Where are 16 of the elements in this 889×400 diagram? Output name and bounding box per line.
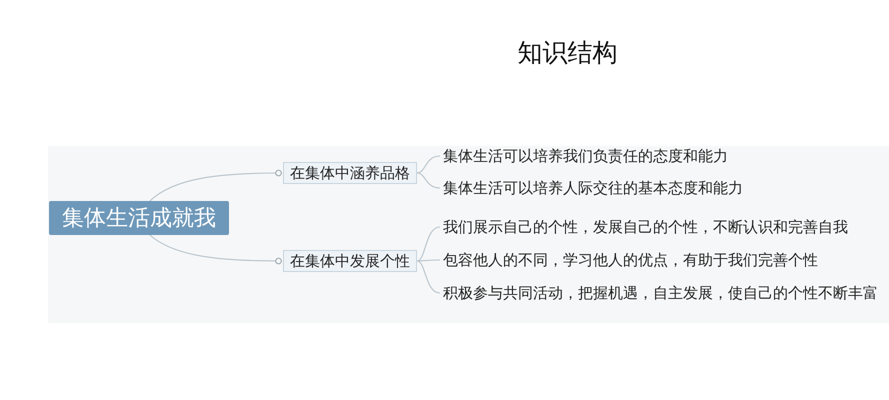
branch-text: 我们展示自己的个性，发展自己的个性，不断认识和完善自我: [443, 217, 848, 237]
subtopic-box: 在集体中发展个性: [283, 250, 417, 272]
connector-line: [416, 155, 440, 174]
title: 知识结构: [518, 37, 618, 69]
connector-line: [416, 260, 440, 294]
connector-line: [416, 172, 440, 189]
topic-box: 集体生活成就我: [49, 201, 229, 235]
subtopic-box: 在集体中涵养品格: [283, 162, 417, 184]
connector-line: [416, 226, 440, 262]
branch-text: 集体生活可以培养我们负责任的态度和能力: [443, 146, 728, 166]
connector-line: [149, 170, 282, 202]
connector-line: [149, 234, 282, 264]
branch-text: 集体生活可以培养人际交往的基本态度和能力: [443, 178, 743, 198]
branch-text: 积极参与共同活动，把握机遇，自主发展，使自己的个性不断丰富: [443, 283, 878, 303]
connector-line: [417, 259, 440, 262]
branch-text: 包容他人的不同，学习他人的优点，有助于我们完善个性: [443, 250, 818, 270]
